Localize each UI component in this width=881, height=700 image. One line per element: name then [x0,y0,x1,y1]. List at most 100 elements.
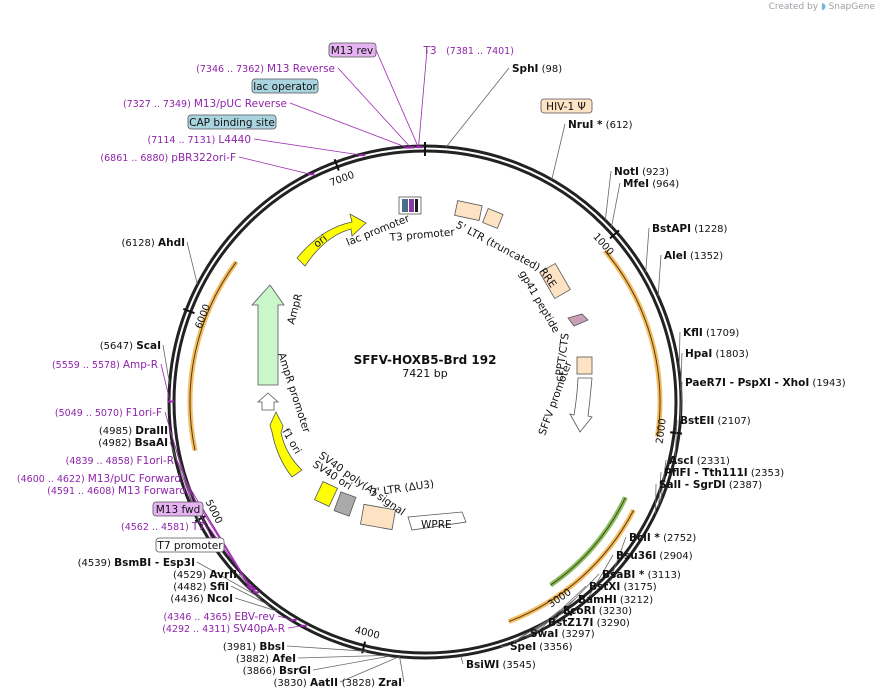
primer-name: Amp-R [123,359,158,371]
enzyme-pos: (964) [649,179,679,190]
sv40-polya-feature[interactable] [313,481,339,507]
enzyme-leader-4 [645,227,650,273]
enzyme-label-26[interactable]: (3882) AfeI [236,653,296,665]
primer-name: M13 Reverse [267,63,335,75]
boxed-label-m13-rev[interactable]: M13 rev [328,42,377,58]
enzyme-pos: (3113) [644,570,681,581]
enzyme-leader-8 [679,381,683,422]
enzyme-leader-35 [186,241,198,285]
enzyme-leader-11 [658,471,662,507]
primer-label-12[interactable]: (4562 .. 4581) T7 [121,521,205,533]
enzyme-label-22[interactable]: BsiWI (3545) [466,659,536,671]
primer-label-8[interactable]: (4839 .. 4858) F1ori-R [66,455,174,467]
credit-text: Created by [768,2,819,12]
primer-range: (4562 .. 4581) [121,522,192,533]
enzyme-label-25[interactable]: (3866) BsrGI [243,665,311,677]
primer-label-6[interactable]: (5559 .. 5578) Amp-R [52,359,158,371]
arc-ampr-region-line [189,261,237,451]
enzyme-pos: (3230) [596,606,633,617]
enzyme-label-4[interactable]: BstAPI (1228) [652,223,728,235]
enzyme-label-12[interactable]: SalI - SgrDI (2387) [659,479,762,491]
boxed-label-cap[interactable]: CAP binding site [187,114,277,130]
enzyme-label-34[interactable]: (5647) ScaI [100,340,161,352]
enzyme-label-24[interactable]: (3830) AatII [274,677,338,689]
enzyme-label-20[interactable]: SwaI (3297) [530,628,595,640]
lac-promoter-feature[interactable] [398,196,422,215]
f1-ori-feature[interactable] [269,411,303,478]
enzyme-label-3[interactable]: MfeI (964) [623,178,679,190]
enzyme-pos: (4539) [78,558,114,569]
boxed-label-t7-promoter[interactable]: T7 promoter [155,537,225,553]
primer-range-t3: (7381 .. 7401) [446,46,514,57]
primer-label-5[interactable]: (6861 .. 6880) pBR322ori-F [100,152,236,164]
enzyme-label-2[interactable]: NotI (923) [614,166,669,178]
primer-label-14[interactable]: (4292 .. 4311) SV40pA-R [162,623,285,635]
brand-text: SnapGene [828,2,875,12]
primer-label-1[interactable]: T3 [422,45,436,57]
ampr-feature[interactable] [251,284,285,386]
ampr-promoter-feature[interactable] [256,392,280,411]
enzyme-label-1[interactable]: NruI * (612) [568,119,633,131]
primer-name: pBR322ori-F [171,152,236,164]
sffv-promoter-feature[interactable] [569,377,593,433]
cppt-feature[interactable] [576,356,593,375]
enzyme-label-23[interactable]: (3828) ZraI [342,677,402,689]
enzyme-label-21[interactable]: SpeI (3356) [510,641,573,653]
ltr3-feature[interactable] [360,503,396,531]
gp41-feature[interactable] [567,313,589,327]
enzyme-label-31[interactable]: (4539) BsmBI - Esp3I [78,557,195,569]
enzyme-leader-0 [445,67,510,148]
enzyme-label-14[interactable]: Bsu36I (2904) [616,550,693,562]
enzyme-name: ScaI [136,340,161,352]
primer-range: (6861 .. 6880) [100,153,171,164]
sv40-ori-feature[interactable] [333,491,357,517]
enzyme-label-8[interactable]: PaeR7I - PspXI - XhoI (1943) [685,377,846,389]
enzyme-label-16[interactable]: BstXI (3175) [589,581,657,593]
enzyme-label-10[interactable]: AscI (2331) [669,455,730,467]
enzyme-label-18[interactable]: EcoRI (3230) [563,605,632,617]
primer-label-7[interactable]: (5049 .. 5070) F1ori-F [55,407,162,419]
primer-range: (4600 .. 4622) [17,474,88,485]
boxed-label-lac-operator[interactable]: lac operator [251,78,319,94]
boxed-label-m13-fwd[interactable]: M13 fwd [152,501,204,517]
primer-leader-4 [253,138,362,156]
enzyme-label-28[interactable]: (4436) NcoI [170,593,233,605]
enzyme-label-33[interactable]: (4985) DraIII [99,425,168,437]
primer-label-10[interactable]: (4591 .. 4608) M13 Forward [47,485,186,497]
rre-feature[interactable] [539,262,571,300]
enzyme-label-15[interactable]: BsaBI * (3113) [602,569,681,581]
primer-label-4[interactable]: (7114 .. 7131) L4440 [148,134,251,146]
primer-name: F1ori-R [137,455,174,467]
feature-label-ampr: AmpR [285,292,305,325]
enzyme-leader-1 [551,123,566,180]
primer-range: (5559 .. 5578) [52,360,123,371]
enzyme-label-30[interactable]: (4529) AvrII [173,569,237,581]
enzyme-label-6[interactable]: KflI (1709) [683,327,739,339]
enzyme-label-9[interactable]: BstEII (2107) [680,415,751,427]
enzyme-label-5[interactable]: AleI (1352) [664,250,723,262]
primer-label-13[interactable]: (4346 .. 4365) EBV-rev [163,611,275,623]
enzyme-label-17[interactable]: BamHI (3212) [578,594,653,606]
primer-label-9[interactable]: (4600 .. 4622) M13/pUC Forward [17,473,181,485]
enzyme-label-13[interactable]: BclI * (2752) [629,532,696,544]
enzyme-label-32[interactable]: (4982) BsaAI [98,437,168,449]
enzyme-label-0[interactable]: SphI (98) [512,63,562,75]
enzyme-label-19[interactable]: BstZ17I (3290) [548,617,630,629]
boxed-label-hiv[interactable]: HIV-1 Ψ [540,98,593,114]
enzyme-label-27[interactable]: (3981) BbsI [223,641,285,653]
enzyme-label-7[interactable]: HpaI (1803) [685,348,749,360]
enzyme-label-29[interactable]: (4482) SfiI [173,581,229,593]
enzyme-label-11[interactable]: PflFI - Tth111I (2353) [664,467,784,479]
enzyme-leader-23 [399,656,405,683]
wpre-feature[interactable] [407,511,467,531]
enzyme-label-35[interactable]: (6128) AhdI [122,237,185,249]
enzyme-name: BclI * [629,532,660,544]
ori-feature[interactable] [296,213,367,267]
ltr5-feature[interactable] [454,200,504,229]
primer-label-2[interactable]: (7346 .. 7362) M13 Reverse [196,63,335,75]
primer-leader-13 [277,615,293,621]
primer-label-3[interactable]: (7327 .. 7349) M13/pUC Reverse [123,98,287,110]
primer-name: M13/pUC Forward [88,473,181,485]
hiv-text: HIV-1 Ψ [546,101,586,113]
arc-wpre-region-line [508,509,635,623]
